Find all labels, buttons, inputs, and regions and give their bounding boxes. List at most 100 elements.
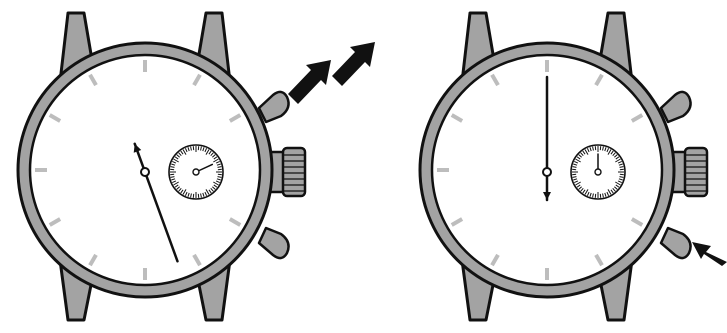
hour-marker — [88, 73, 98, 87]
sub-dial-tick — [174, 184, 179, 188]
sub-dial-tick — [182, 189, 187, 195]
sub-dial-tick — [615, 184, 620, 188]
sub-dial-tick — [178, 188, 182, 192]
sub-dial-tick — [176, 186, 180, 190]
sub-dial-tick — [170, 166, 175, 168]
crown-grip-lines — [284, 154, 304, 192]
sub-dial-tick — [615, 181, 621, 186]
sub-dial-tick — [606, 191, 610, 196]
sub-dial-tick — [615, 156, 620, 160]
sub-dial-tick — [602, 193, 604, 198]
sub-dial-tick — [217, 176, 222, 178]
hour-marker — [450, 113, 464, 123]
sub-dial-tick — [184, 148, 188, 153]
sub-dial-tick — [578, 154, 582, 158]
sub-dial-tick — [190, 193, 192, 198]
sub-dial-pivot — [594, 168, 602, 176]
sub-dial-tick — [589, 147, 592, 152]
crown-cap — [683, 146, 709, 198]
sub-dial-tick — [618, 163, 623, 166]
sub-dial-tick — [612, 188, 616, 192]
hour-marker — [228, 217, 242, 227]
chronograph-second-hand — [133, 142, 179, 263]
sub-dial-tick — [170, 176, 175, 178]
hour-marker — [48, 217, 62, 227]
press-arrows — [288, 42, 375, 104]
sub-dial-tick — [604, 192, 607, 197]
sub-dial-tick — [584, 149, 589, 155]
press-arrow-1 — [692, 242, 727, 266]
sub-dial-tick — [210, 152, 214, 156]
hour-marker — [630, 113, 644, 123]
sub-dial-tick — [614, 154, 618, 158]
hour-marker — [88, 253, 98, 267]
sub-dial-tick — [217, 166, 222, 168]
press-arrows — [692, 242, 727, 266]
sub-dial-tick — [606, 148, 610, 153]
sub-dial-tick — [610, 150, 614, 155]
hour-marker — [490, 73, 500, 87]
sub-dial-tick — [184, 191, 188, 196]
press-arrow-1 — [288, 60, 331, 104]
sub-dial-tick — [584, 189, 589, 195]
sub-dial-tick — [212, 186, 216, 190]
sub-dial-tick — [580, 188, 584, 192]
sub-dial-tick — [171, 163, 176, 166]
sub-dial-tick — [180, 189, 184, 194]
sub-dial-tick — [582, 189, 586, 194]
sub-dial-tick — [215, 160, 220, 164]
sub-dial-tick — [212, 154, 216, 158]
hour-markers — [437, 60, 644, 280]
sub-dial-tick — [202, 192, 205, 197]
hand-tip — [133, 143, 142, 153]
sub-dial-tick — [187, 192, 190, 197]
hour-marker — [490, 253, 500, 267]
sub-dial-tick — [202, 147, 205, 152]
hour-marker — [450, 217, 464, 227]
sub-dial-tick — [210, 188, 214, 192]
bottom-pusher — [257, 226, 290, 260]
sub-dial-tick — [173, 181, 179, 186]
sub-dial-pivot — [192, 168, 200, 176]
sub-dial-tick — [200, 193, 202, 198]
sub-dial-tick — [213, 184, 218, 188]
sub-dial-tick — [176, 154, 180, 158]
hour-marker — [228, 113, 242, 123]
sub-dial-tick — [216, 178, 221, 181]
press-arrow-2 — [332, 42, 375, 86]
sub-dial-tick — [580, 152, 584, 156]
sub-dial-tick — [174, 156, 179, 160]
sub-dial-tick — [205, 149, 210, 155]
top-pusher — [257, 90, 290, 124]
crown-grip-lines — [686, 154, 706, 192]
sub-dial-tick — [574, 160, 579, 164]
sub-dial-tick — [574, 180, 579, 184]
watch-left — [16, 11, 375, 322]
hour-marker — [192, 253, 202, 267]
sub-dial-tick — [612, 152, 616, 156]
sub-dial-tick — [604, 147, 607, 152]
sub-dial-tick — [619, 166, 624, 168]
sub-dial-tick — [576, 184, 581, 188]
sub-dial-tick — [576, 156, 581, 160]
hand-tip — [543, 192, 551, 200]
sub-dial-tick — [213, 156, 218, 160]
sub-dial-tick — [204, 191, 208, 196]
sub-dial-tick — [215, 180, 220, 184]
sub-dial-tick — [610, 189, 614, 194]
top-pusher — [659, 90, 692, 124]
hour-marker — [594, 253, 604, 267]
sub-dial-tick — [204, 148, 208, 153]
hour-markers — [35, 60, 242, 280]
sub-dial-tick — [213, 181, 219, 186]
center-pivot — [542, 167, 552, 177]
sub-dial-tick — [617, 180, 622, 184]
sub-dial-tick — [582, 150, 586, 155]
sub-dial-tick — [572, 166, 577, 168]
sub-dial-tick — [589, 192, 592, 197]
sub-dial-tick — [172, 160, 177, 164]
bottom-pusher — [659, 226, 692, 260]
sub-dial-tick — [607, 149, 612, 155]
